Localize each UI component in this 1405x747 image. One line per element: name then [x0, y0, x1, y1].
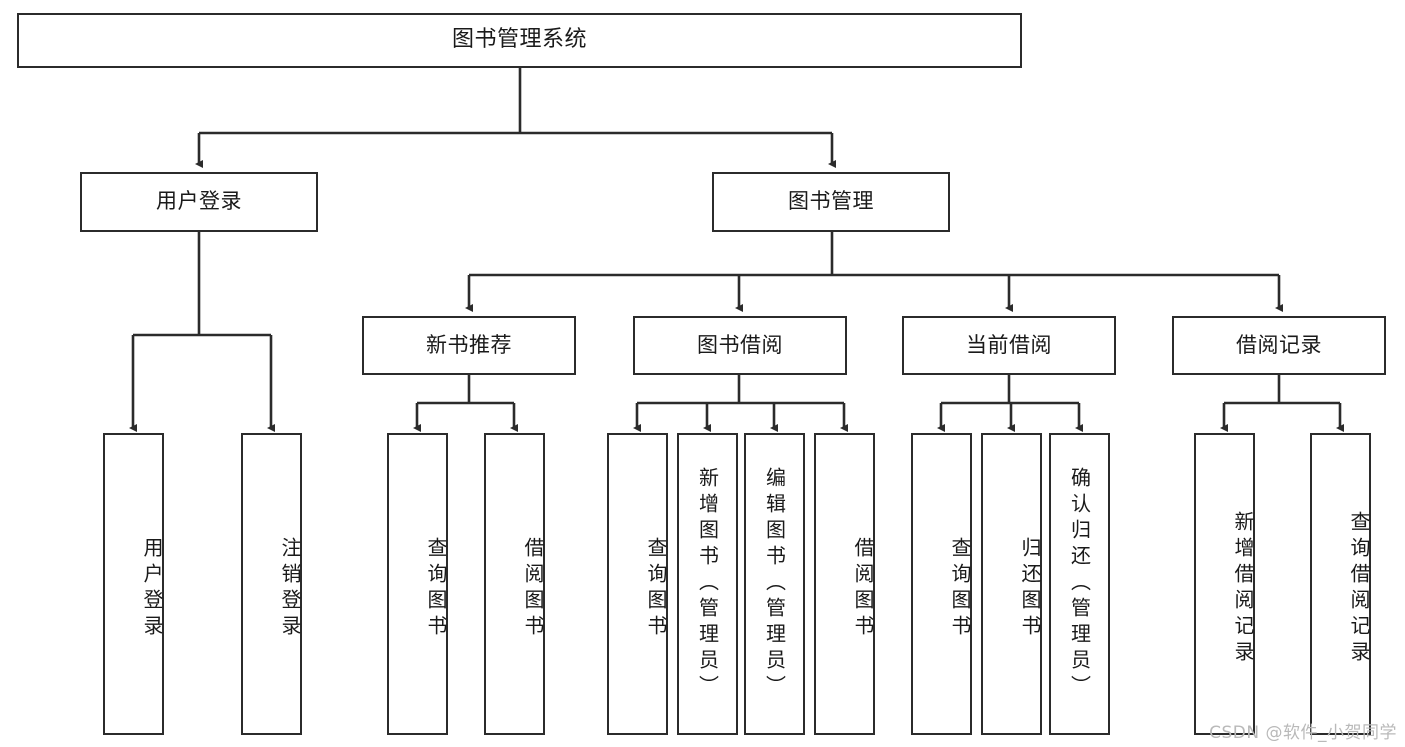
leaf-label: 借阅图书	[521, 537, 545, 641]
leaf-label: 新增图书（管理员）	[695, 467, 720, 701]
leaf-current-return-book[interactable]: 归还图书	[981, 433, 1042, 735]
node-new-book-recommend-label: 新书推荐	[426, 332, 512, 357]
leaf-label: 确认归还（管理员）	[1067, 467, 1092, 701]
leaf-recommend-query-book[interactable]: 查询图书	[387, 433, 448, 735]
leaf-borrow-edit-book-admin[interactable]: 编辑图书（管理员）	[744, 433, 805, 735]
leaf-record-add-record[interactable]: 新增借阅记录	[1194, 433, 1255, 735]
leaf-user-login-login[interactable]: 用户登录	[103, 433, 164, 735]
leaf-label: 查询借阅记录	[1347, 511, 1371, 667]
node-borrow-record-label: 借阅记录	[1236, 332, 1322, 357]
leaf-label: 归还图书	[1018, 537, 1042, 641]
leaf-user-login-logout[interactable]: 注销登录	[241, 433, 302, 735]
node-book-management-label: 图书管理	[788, 189, 874, 214]
leaf-record-query-record[interactable]: 查询借阅记录	[1310, 433, 1371, 735]
leaf-label: 查询图书	[644, 537, 668, 641]
node-new-book-recommend[interactable]: 新书推荐	[362, 316, 576, 375]
node-book-borrow-label: 图书借阅	[697, 332, 783, 357]
leaf-borrow-borrow-book[interactable]: 借阅图书	[814, 433, 875, 735]
node-root-label: 图书管理系统	[451, 27, 587, 53]
leaf-current-confirm-return-admin[interactable]: 确认归还（管理员）	[1049, 433, 1110, 735]
node-borrow-record[interactable]: 借阅记录	[1172, 316, 1386, 375]
leaf-borrow-query-book[interactable]: 查询图书	[607, 433, 668, 735]
leaf-label: 借阅图书	[851, 537, 875, 641]
leaf-current-query-book[interactable]: 查询图书	[911, 433, 972, 735]
node-user-login[interactable]: 用户登录	[80, 172, 318, 232]
node-root[interactable]: 图书管理系统	[17, 13, 1022, 68]
leaf-recommend-borrow-book[interactable]: 借阅图书	[484, 433, 545, 735]
leaf-label: 编辑图书（管理员）	[762, 467, 787, 701]
leaf-label: 用户登录	[140, 537, 164, 641]
node-current-borrow[interactable]: 当前借阅	[902, 316, 1116, 375]
leaf-label: 查询图书	[948, 537, 972, 641]
node-book-borrow[interactable]: 图书借阅	[633, 316, 847, 375]
leaf-label: 查询图书	[424, 537, 448, 641]
leaf-borrow-add-book-admin[interactable]: 新增图书（管理员）	[677, 433, 738, 735]
node-user-login-label: 用户登录	[156, 189, 242, 214]
node-current-borrow-label: 当前借阅	[966, 332, 1052, 357]
node-book-management[interactable]: 图书管理	[712, 172, 950, 232]
leaf-label: 注销登录	[278, 537, 302, 641]
leaf-label: 新增借阅记录	[1231, 511, 1255, 667]
